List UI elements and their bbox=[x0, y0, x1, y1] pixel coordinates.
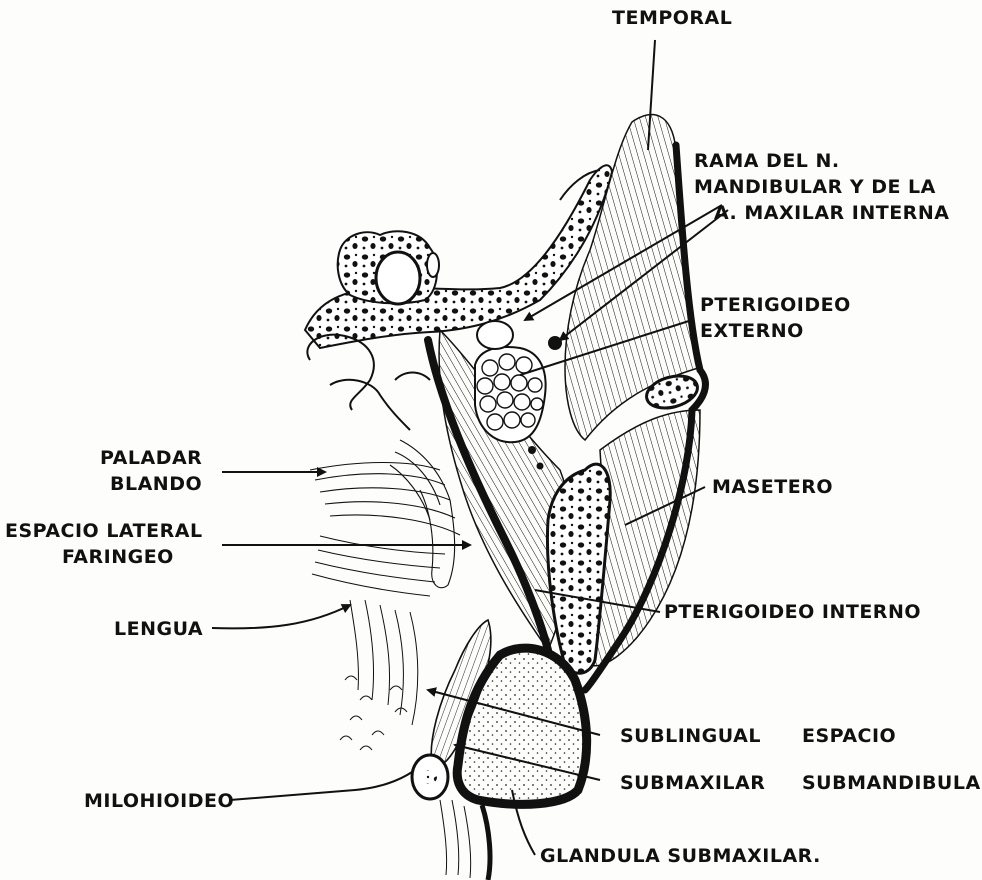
label-milohioideo: MILOHIOIDEO bbox=[84, 788, 234, 814]
leader-lengua bbox=[212, 605, 350, 628]
label-espacio-lateral-line2: FARINGEO bbox=[62, 544, 174, 570]
label-paladar-line2: BLANDO bbox=[110, 471, 202, 497]
neck-fibers bbox=[440, 800, 471, 878]
platysma-line bbox=[482, 805, 490, 880]
label-pterigoideo-externo-line1: PTERIGOIDEO bbox=[700, 292, 851, 318]
label-pterigoideo-interno: PTERIGOIDEO INTERNO bbox=[664, 599, 921, 625]
label-rama-line1: RAMA DEL N. bbox=[694, 148, 840, 174]
label-submandibular: SUBMANDIBULAR bbox=[802, 770, 982, 796]
label-paladar-line1: PALADAR bbox=[100, 445, 202, 471]
label-espacio: ESPACIO bbox=[802, 723, 896, 749]
label-lengua: LENGUA bbox=[114, 616, 203, 642]
label-espacio-lateral-line1: ESPACIO LATERAL bbox=[5, 518, 203, 544]
label-masetero: MASETERO bbox=[712, 474, 833, 500]
mucosa-contours bbox=[307, 335, 430, 430]
paladar-blando-fibers bbox=[310, 440, 460, 588]
label-temporal: TEMPORAL bbox=[612, 5, 732, 31]
skull-base bbox=[305, 165, 612, 348]
label-glandula: GLANDULA SUBMAXILAR. bbox=[540, 843, 821, 869]
label-sublingual: SUBLINGUAL bbox=[620, 723, 761, 749]
label-pterigoideo-externo-line2: EXTERNO bbox=[700, 318, 804, 344]
label-submaxilar: SUBMAXILAR bbox=[620, 770, 765, 796]
label-rama-line3: A. MAXILAR INTERNA bbox=[714, 200, 949, 226]
leader-milohioideo bbox=[230, 772, 412, 800]
lengua-fibers bbox=[312, 536, 445, 750]
label-rama-line2: MANDIBULAR Y DE LA bbox=[694, 174, 936, 200]
